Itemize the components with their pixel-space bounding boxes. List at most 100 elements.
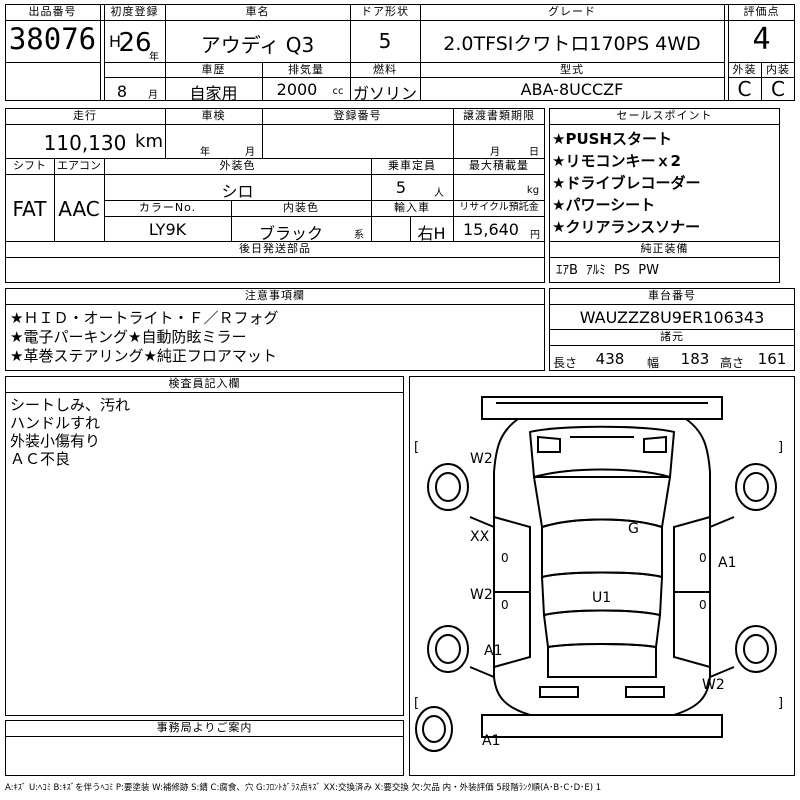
damage-mark-w2-top: W2 xyxy=(470,451,493,467)
lot-number: 38076 xyxy=(8,22,97,56)
zero-mark: 0 xyxy=(699,551,707,565)
reg-month: 8 xyxy=(116,82,128,101)
fuel-label: 燃料 xyxy=(373,63,397,76)
vin-value: WAUZZZ8U9ER106343 xyxy=(579,308,765,327)
load-unit: kg xyxy=(526,185,540,196)
shift-value: FAT xyxy=(12,197,47,221)
import-value: 右H xyxy=(417,224,446,243)
grade-value: 2.0TFSIクワトロ170PS 4WD xyxy=(443,33,701,55)
damage-mark-w2-left: W2 xyxy=(470,587,493,603)
caution-line: ★ＨＩＤ・オートライト・Ｆ／Ｒフォグ xyxy=(10,309,279,327)
damage-mark-a1-spare: A1 xyxy=(482,733,500,749)
transfer-label: 譲渡書類期限 xyxy=(463,109,535,122)
inspector-note: 外装小傷有り xyxy=(10,432,101,450)
header-block xyxy=(5,4,795,101)
ext-label: 外装 xyxy=(732,63,757,76)
sales-point: ★クリアランスソナー xyxy=(552,218,701,236)
damage-mark-g: G xyxy=(628,521,639,537)
color-value: シロ xyxy=(221,182,254,201)
recycle-label: リサイクル預託金 xyxy=(459,202,539,213)
office-block xyxy=(5,720,404,776)
inspector-note: ＡＣ不良 xyxy=(10,450,71,468)
zero-mark: 0 xyxy=(501,551,509,565)
plate-label: 登録番号 xyxy=(333,109,382,122)
damage-mark-xx: XX xyxy=(470,529,490,545)
bracket-left: [ xyxy=(414,440,419,455)
colorno-value: LY9K xyxy=(148,220,187,239)
damage-mark-a1-left: A1 xyxy=(484,643,502,659)
transfer-day-unit: 日 xyxy=(529,147,539,158)
model-value: ABA-8UCCZF xyxy=(520,80,624,99)
door-value: 5 xyxy=(378,29,392,53)
reg-month-unit: 月 xyxy=(148,90,158,101)
sales-point: ★パワーシート xyxy=(552,196,656,214)
sales-point: ★ドライブレコーダー xyxy=(552,174,701,192)
reg-year: 26 xyxy=(118,28,152,58)
ac-value: AAC xyxy=(58,197,100,221)
fuel-value: ガソリン xyxy=(352,84,417,103)
load-label: 最大積載量 xyxy=(469,159,529,172)
history-label: 車歴 xyxy=(201,63,226,76)
ac-label: エアコン xyxy=(57,159,101,172)
caution-line: ★電子パーキング★自動防眩ミラー xyxy=(10,328,247,346)
import-label: 輸入車 xyxy=(394,201,430,214)
damage-mark-u1: U1 xyxy=(592,590,611,606)
car-name: アウディ Q3 xyxy=(200,33,315,57)
length-value: 438 xyxy=(595,350,625,368)
sales-points-block xyxy=(549,108,780,283)
damage-mark-w2-bottom: W2 xyxy=(702,677,725,693)
door-label: ドア形状 xyxy=(361,5,409,18)
shift-label: シフト xyxy=(13,159,46,172)
inspector-note: シートしみ、汚れ xyxy=(10,396,131,414)
score-label: 評価点 xyxy=(743,5,780,18)
reg-era: H xyxy=(108,32,122,51)
mileage-unit: km xyxy=(135,131,163,152)
height-value: 161 xyxy=(757,350,787,368)
capacity-unit: 人 xyxy=(434,188,444,199)
damage-mark-a1-right: A1 xyxy=(718,555,736,571)
later-parts-label: 後日発送部品 xyxy=(239,242,311,255)
length-label: 長さ xyxy=(553,356,578,370)
name-label: 車名 xyxy=(245,5,270,18)
model-label: 型式 xyxy=(560,63,584,76)
bracket-left: [ xyxy=(414,696,419,711)
mileage-value: 110,130 xyxy=(43,131,127,155)
ext-value: C xyxy=(737,77,752,101)
equipment-value: ｴｱB ｱﾙﾐ PS PW xyxy=(556,263,659,278)
intcolor-unit: 系 xyxy=(354,230,364,241)
footer-legend: A:ｷｽﾞ U:ﾍｺﾐ B:ｷｽﾞを伴うﾍｺﾐ P:要塗装 W:補修跡 S:錆 … xyxy=(5,783,602,793)
dimensions-label: 諸元 xyxy=(660,330,684,343)
equipment-label: 純正装備 xyxy=(640,242,689,255)
capacity-label: 乗車定員 xyxy=(388,159,436,172)
reg-year-unit: 年 xyxy=(149,52,159,63)
width-label: 幅 xyxy=(646,356,659,370)
inspection-label: 車検 xyxy=(201,109,226,122)
recycle-value: 15,640 xyxy=(463,220,519,239)
bracket-right: ] xyxy=(778,696,783,711)
intcolor-label: 内装色 xyxy=(283,201,319,214)
bracket-right: ] xyxy=(778,440,783,455)
zero-mark: 0 xyxy=(699,598,707,612)
sales-point: ★リモコンキーｘ2 xyxy=(552,152,681,170)
inspection-month-unit: 月 xyxy=(245,147,255,158)
inspector-label: 検査員記入欄 xyxy=(168,377,241,390)
grade-label: グレード xyxy=(548,5,596,18)
car-outline-diagram: [ ] [ ] 0 0 0 0 W2 XX G A1 W2 U1 A1 W2 A… xyxy=(414,396,783,752)
colorno-label: カラーNo. xyxy=(138,201,197,214)
inspection-year-unit: 年 xyxy=(200,147,210,158)
disp-label: 排気量 xyxy=(288,63,324,76)
sales-point: ★PUSHスタート xyxy=(552,130,672,148)
color-label: 外装色 xyxy=(219,159,256,172)
chassis-label: 車台番号 xyxy=(648,289,696,302)
inspector-block xyxy=(5,376,404,716)
disp-value: 2000 xyxy=(276,80,318,99)
capacity-value: 5 xyxy=(395,178,407,197)
disp-unit: cc xyxy=(332,86,344,97)
history-value: 自家用 xyxy=(189,84,238,103)
caution-block xyxy=(5,288,545,371)
int-label: 内装 xyxy=(766,63,790,76)
vehicle-info-block xyxy=(5,108,545,283)
height-label: 高さ xyxy=(720,356,745,370)
sales-points-label: セールスポイント xyxy=(616,109,713,122)
reg-label: 初度登録 xyxy=(110,5,159,18)
